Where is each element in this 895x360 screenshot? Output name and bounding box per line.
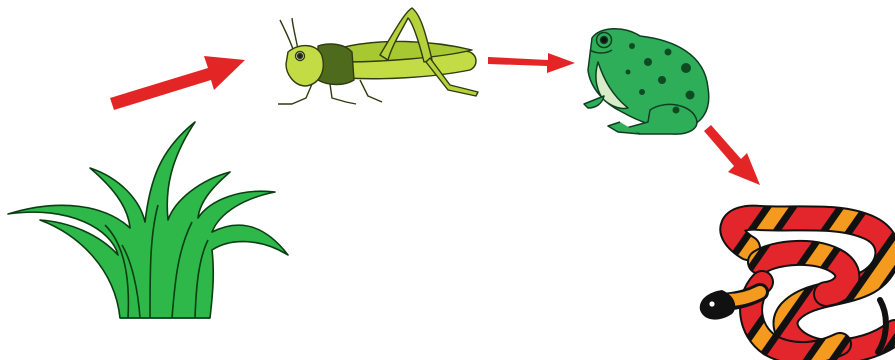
frog-icon <box>584 29 709 134</box>
grasshopper-icon <box>278 8 478 104</box>
grass-icon <box>8 122 288 318</box>
arrow-grasshopper-to-frog <box>488 53 575 73</box>
coral-snake-icon <box>700 218 895 353</box>
arrow-grass-to-grasshopper <box>110 56 245 110</box>
arrow-frog-to-snake <box>704 125 760 185</box>
